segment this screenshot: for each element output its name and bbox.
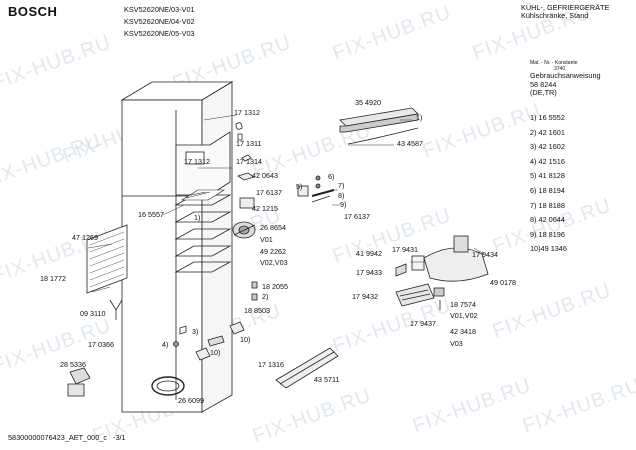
callout-label: 43 4587 xyxy=(397,139,423,148)
control-bar xyxy=(339,107,419,145)
callout-label: 18 7574 xyxy=(450,300,476,309)
callout-label: 17 9437 xyxy=(410,319,436,328)
callout-label: 4) xyxy=(162,340,169,349)
manual-title: Gebrauchsanweisung xyxy=(530,71,601,80)
parts-list-item: 5) 41 8128 xyxy=(530,171,565,181)
callout-label: 17 1316 xyxy=(258,360,284,369)
parts-list-item: 10)49 1346 xyxy=(530,244,567,254)
footer: 58300000076423_AET_000_c -3/1 xyxy=(8,433,126,442)
callout-label: 10) xyxy=(210,348,221,357)
callout-label: 8) xyxy=(338,191,345,200)
parts-list-item: 3) 42 1602 xyxy=(530,142,565,152)
material-number-block: Mat. - Nr. - Konstante 3740 xyxy=(530,60,578,72)
callout-label: 35 4920 xyxy=(355,98,381,107)
callout-label: 17 0366 xyxy=(88,340,114,349)
fan-motor xyxy=(232,221,256,239)
callout-label: V01,V02 xyxy=(450,311,478,320)
lamp-housing xyxy=(395,235,489,310)
callout-label: 17 9433 xyxy=(356,268,382,277)
callout-label: 18 2055 xyxy=(262,282,288,291)
mat-label: Mat. - Nr. - Konstante xyxy=(530,60,578,66)
callout-label: 17 9432 xyxy=(352,292,378,301)
callout-label: 6) xyxy=(328,172,335,181)
parts-list: 1) 16 5552 2) 42 1601 3) 42 1602 4) 42 1… xyxy=(530,111,567,257)
callout-label: 9) xyxy=(340,200,347,209)
callout-label: 17 6137 xyxy=(344,212,370,221)
callout-label: 17 9434 xyxy=(472,250,498,259)
mat-value: 3740 xyxy=(554,66,566,72)
callout-label: 1) xyxy=(194,213,201,222)
manual-lang: (DE,TR) xyxy=(530,88,557,97)
callout-label: 18 8503 xyxy=(244,306,270,315)
callout-label: 5) xyxy=(296,182,303,191)
compressor-parts xyxy=(67,367,185,397)
callout-label: 41 9942 xyxy=(356,249,382,258)
callout-label: 42 0643 xyxy=(252,171,278,180)
callout-label: 42 1215 xyxy=(252,204,278,213)
callout-label: 49 2262 xyxy=(260,247,286,256)
model-line: KSV52620NE/04-V02 xyxy=(124,17,195,26)
air-duct xyxy=(180,189,226,201)
small-parts-top xyxy=(235,122,255,209)
callout-label: 09 3110 xyxy=(80,309,106,318)
callout-label: 10) xyxy=(240,335,251,344)
callout-label: 7) xyxy=(338,181,345,190)
callout-label: 16 5557 xyxy=(138,210,164,219)
callout-label: 47 1269 xyxy=(72,233,98,242)
screw-parts xyxy=(251,281,258,301)
model-list: KSV52620NE/03-V01 KSV52620NE/04-V02 KSV5… xyxy=(124,4,195,40)
foot-part xyxy=(109,299,123,320)
callout-label: 18 1772 xyxy=(40,274,66,283)
callout-label: V01 xyxy=(260,235,273,244)
fridge-cabinet xyxy=(120,81,234,413)
model-line: KSV52620NE/03-V01 xyxy=(124,5,195,14)
callout-label: 49 0178 xyxy=(490,278,516,287)
callout-label: 17 1314 xyxy=(236,157,262,166)
parts-list-item: 1) 16 5552 xyxy=(530,113,565,122)
parts-list-item: 4) 42 1516 xyxy=(530,156,565,166)
callout-label: 17 1312 xyxy=(234,108,260,117)
brand-logo: BOSCH xyxy=(8,4,58,19)
document-id: 58300000076423_AET_000_c xyxy=(8,433,108,442)
callout-label: 1) xyxy=(416,113,423,122)
callout-label: V02,V03 xyxy=(260,258,288,267)
callout-label: 17 1311 xyxy=(236,139,262,148)
callout-label: 3) xyxy=(192,327,199,336)
bottom-trim xyxy=(275,347,339,389)
callout-label: 17 1312 xyxy=(184,157,210,166)
manual-number: 58 8244 xyxy=(530,79,557,89)
category-block: KÜHL-, GEFRIERGERÄTE Kühlschränke, Stand xyxy=(521,4,609,20)
freezer-compartment xyxy=(175,131,231,196)
category-subtitle: Kühlschränke, Stand xyxy=(521,11,589,20)
door-panel xyxy=(86,224,128,294)
parts-list-item: 9) 18 8196 xyxy=(530,229,565,239)
thermostat-parts xyxy=(297,175,335,203)
hinge-parts xyxy=(173,321,245,361)
leader-lines xyxy=(87,114,485,293)
parts-list-item: 2) 42 1601 xyxy=(530,127,565,137)
parts-list-item: 7) 18 8188 xyxy=(530,200,565,210)
parts-list-item: 6) 18 8194 xyxy=(530,185,565,195)
callout-label: 28 5336 xyxy=(60,360,86,369)
callout-label: 17 6137 xyxy=(256,188,282,197)
callout-label: 26 6099 xyxy=(178,396,204,405)
model-line: KSV52620NE/05-V03 xyxy=(124,29,195,38)
callout-label: 17 9431 xyxy=(392,245,418,254)
callout-label: 43 5711 xyxy=(314,375,340,384)
parts-list-item: 8) 42 0644 xyxy=(530,215,565,225)
callout-label: 2) xyxy=(262,292,269,301)
callout-label: 26 8654 xyxy=(260,223,286,232)
callout-label: 42 3418 xyxy=(450,327,476,336)
category-title: KÜHL-, GEFRIERGERÄTE xyxy=(521,3,610,12)
page-number: -3/1 xyxy=(113,433,126,442)
callout-label: V03 xyxy=(450,339,463,348)
manual-block: Gebrauchsanweisung 58 8244 (DE,TR) xyxy=(530,71,601,98)
